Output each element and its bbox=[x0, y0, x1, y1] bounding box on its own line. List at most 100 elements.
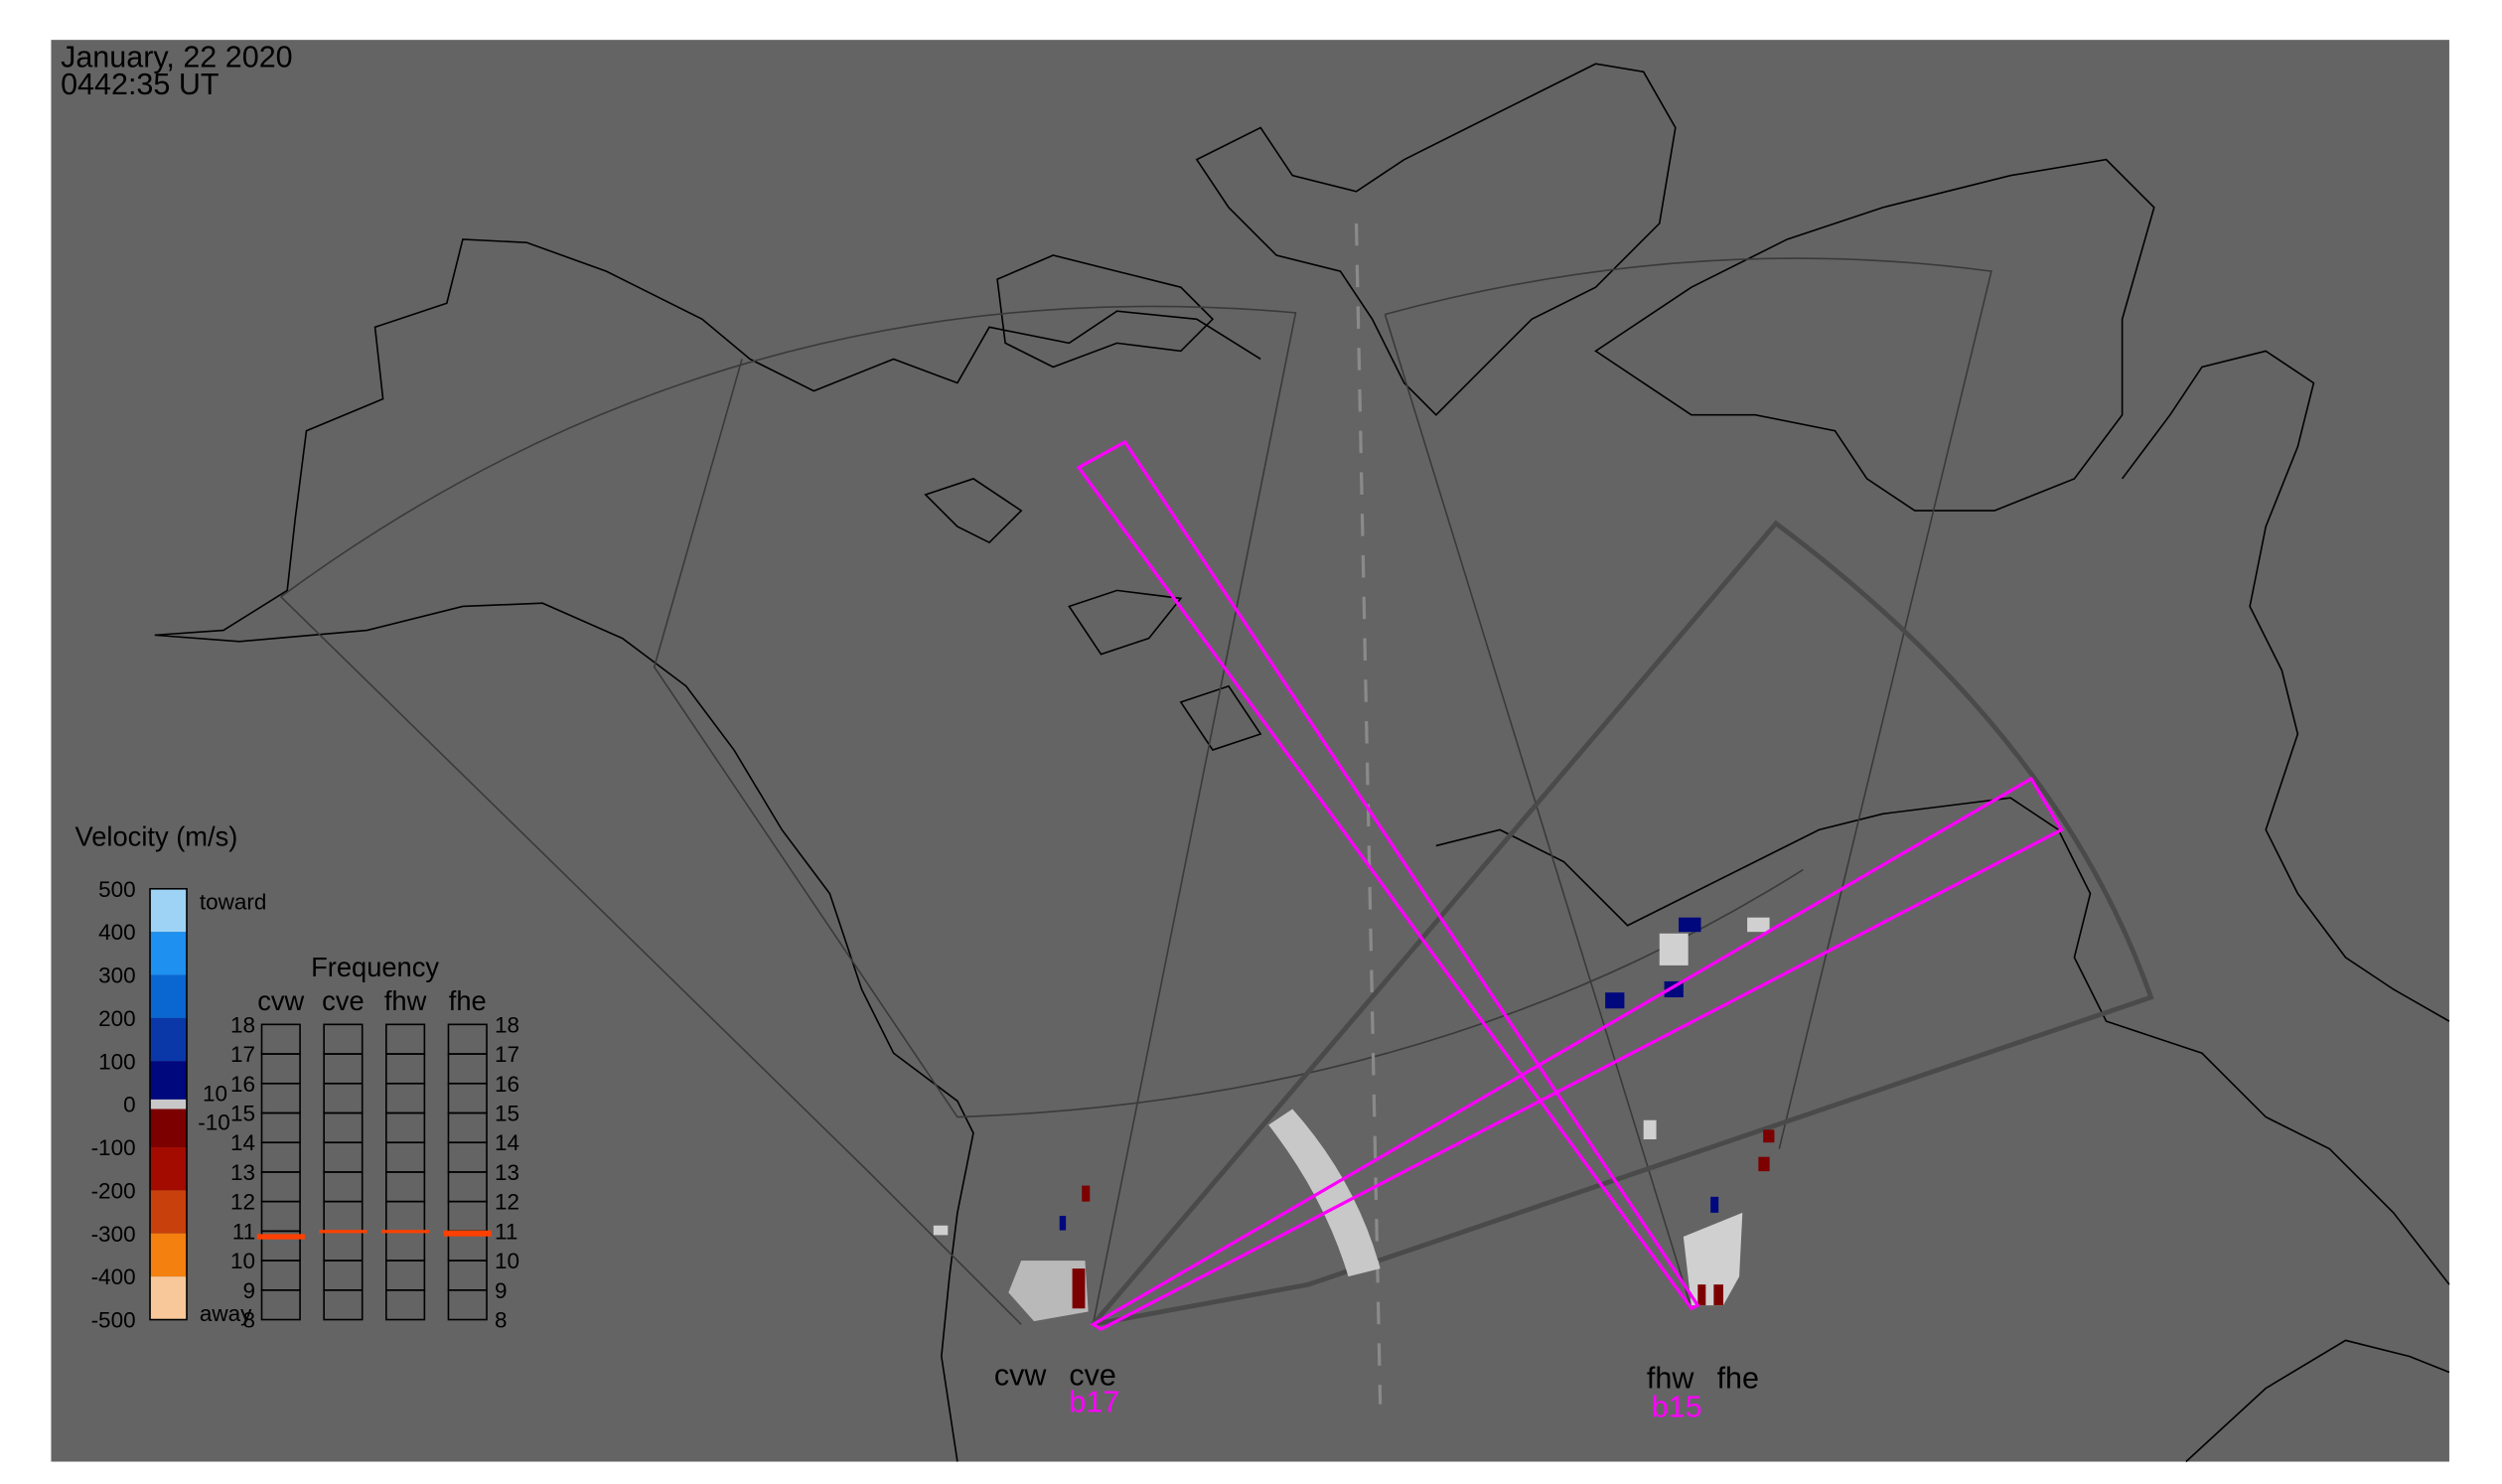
frequency-tick-left: 12 bbox=[230, 1190, 255, 1215]
colorbar-band bbox=[150, 1017, 187, 1062]
frequency-column-cve: cve bbox=[322, 985, 364, 1016]
ground-scatter-tick-pos: 10 bbox=[203, 1081, 227, 1106]
colorbar-band bbox=[150, 1061, 187, 1105]
frequency-tick-right: 16 bbox=[495, 1072, 519, 1097]
coastline-europe bbox=[2121, 350, 2450, 1463]
coastline-alaska bbox=[154, 238, 1261, 637]
frequency-tick-right: 9 bbox=[495, 1278, 508, 1303]
frequency-tick-left: 10 bbox=[230, 1249, 255, 1273]
beams bbox=[1076, 439, 2064, 1332]
colorbar-tick-label: -400 bbox=[91, 1264, 136, 1289]
frequency-tick-left: 11 bbox=[232, 1219, 255, 1244]
frequency-bar-fhw bbox=[380, 1230, 430, 1234]
colorbar-tick-label: -500 bbox=[91, 1308, 136, 1333]
colorbar-tick-label: 500 bbox=[98, 877, 136, 902]
frequency-tick-left: 16 bbox=[230, 1072, 255, 1097]
coastline-east bbox=[1435, 797, 2450, 1285]
beam-b15-fhw bbox=[1076, 439, 1700, 1311]
scatter-cell bbox=[1758, 1156, 1770, 1172]
fov-fhw bbox=[1384, 257, 1992, 1309]
coastline-greenland bbox=[1594, 158, 2155, 512]
frequency-cell bbox=[385, 1023, 426, 1055]
scatter-cell bbox=[1713, 1284, 1724, 1306]
frequency-tick-left: 13 bbox=[230, 1160, 255, 1185]
fov-fhe bbox=[1091, 519, 2154, 1327]
frequency-tick-right: 15 bbox=[495, 1102, 519, 1126]
colorbar-band bbox=[150, 1276, 187, 1320]
frequency-tick-right: 13 bbox=[495, 1160, 519, 1185]
scatter-cell bbox=[1763, 1129, 1775, 1143]
scatter-cell bbox=[933, 1225, 949, 1236]
plot-background bbox=[51, 40, 2449, 1462]
frequency-tick-left: 18 bbox=[230, 1012, 255, 1037]
colorbar-tick-label: 200 bbox=[98, 1006, 136, 1031]
scatter-cell bbox=[1643, 1119, 1657, 1140]
frequency-tick-right: 10 bbox=[495, 1249, 519, 1273]
frequency-cell bbox=[447, 1023, 488, 1055]
ground-scatter-arc bbox=[1268, 1109, 1381, 1277]
colorbar-ground-scatter-band bbox=[150, 1099, 187, 1110]
colorbar-band bbox=[150, 888, 187, 933]
colorbar-title: Velocity (m/s) bbox=[75, 820, 238, 851]
colorbar-band bbox=[150, 974, 187, 1018]
frequency-tick-right: 8 bbox=[495, 1308, 508, 1333]
frequency-bar-cvw bbox=[256, 1234, 305, 1240]
scatter-cell bbox=[1697, 1284, 1706, 1306]
frequency-cell bbox=[323, 1023, 364, 1055]
frequency-tick-right: 18 bbox=[495, 1012, 519, 1037]
frequency-tick-left: 14 bbox=[230, 1130, 255, 1155]
radar-label-fhw: fhw bbox=[1647, 1362, 1694, 1396]
frequency-tick-left: 15 bbox=[230, 1102, 255, 1126]
scatter-cell bbox=[1679, 917, 1701, 933]
scatter-cell bbox=[1659, 933, 1689, 965]
scatter-cell bbox=[1072, 1268, 1086, 1309]
colorbar-band bbox=[150, 1190, 187, 1234]
colorbar-tick-label: 0 bbox=[123, 1093, 136, 1117]
velocity-colorbar: Velocity (m/s) toward away 10 -10 500 400… bbox=[75, 820, 267, 1332]
dashed-meridian bbox=[1354, 223, 1383, 1405]
coastline-arctic-islands bbox=[996, 63, 1677, 416]
ground-scatter-tick-neg: -10 bbox=[198, 1110, 229, 1134]
colorbar-frame bbox=[149, 887, 188, 1321]
radar-labels: cvw cve b17 fhw fhe b15 bbox=[994, 1358, 1759, 1423]
beam-label-fhw: b15 bbox=[1652, 1391, 1702, 1424]
colorbar-tick-label: -200 bbox=[91, 1178, 136, 1203]
colorbar-away-label: away bbox=[200, 1301, 252, 1326]
frequency-column-cvw: cvw bbox=[257, 985, 304, 1016]
radar-label-fhe: fhe bbox=[1717, 1362, 1759, 1396]
colorbar-band bbox=[150, 1104, 187, 1148]
frequency-bar-fhe bbox=[443, 1230, 492, 1237]
frequency-tick-right: 17 bbox=[495, 1042, 519, 1067]
frequency-tick-right: 12 bbox=[495, 1190, 519, 1215]
coastline-pacific bbox=[154, 602, 974, 1462]
colorbar-tick-label: 100 bbox=[98, 1049, 136, 1074]
colorbar-band bbox=[150, 1147, 187, 1191]
colorbar-tick-label: 300 bbox=[98, 964, 136, 988]
radar-label-cve: cve bbox=[1069, 1358, 1116, 1392]
beam-label-cve: b17 bbox=[1069, 1386, 1119, 1419]
frequency-tick-right: 14 bbox=[495, 1130, 519, 1155]
frequency-title: Frequency bbox=[311, 952, 439, 982]
colorbar-tick-label: 400 bbox=[98, 920, 136, 945]
date-label: January, 22 2020 bbox=[61, 40, 293, 74]
scatter-fan-cv bbox=[1008, 1261, 1089, 1322]
colorbar-toward-label: toward bbox=[200, 890, 267, 915]
colorbar-band bbox=[150, 932, 187, 975]
frequency-tick-right: 11 bbox=[495, 1219, 517, 1244]
frequency-column-fhw: fhw bbox=[384, 985, 427, 1016]
scatter-cell bbox=[1059, 1216, 1067, 1231]
scatter-cells bbox=[933, 917, 1775, 1322]
frequency-column-fhe: fhe bbox=[449, 985, 487, 1016]
scatter-cell bbox=[1082, 1185, 1091, 1202]
colorbar-band bbox=[150, 1233, 187, 1277]
frequency-bar-cve bbox=[319, 1230, 368, 1234]
beam-b17-cve bbox=[1090, 776, 2064, 1332]
scatter-fan-fhe bbox=[1683, 1212, 1743, 1306]
frequency-cell bbox=[260, 1023, 301, 1055]
frequency-tick-left: 9 bbox=[243, 1278, 256, 1303]
scatter-cell bbox=[1747, 917, 1770, 933]
colorbar-tick-label: -100 bbox=[91, 1135, 136, 1160]
frequency-tick-left: 8 bbox=[243, 1308, 256, 1333]
